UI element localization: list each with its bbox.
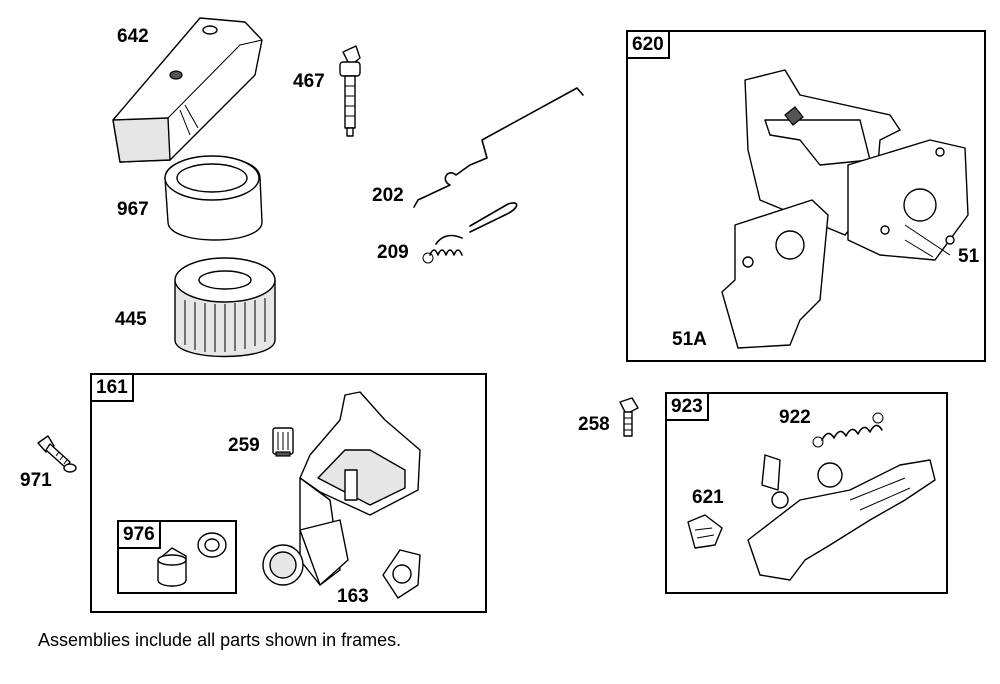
spring-922-drawing <box>812 412 884 448</box>
stud-467-drawing <box>339 45 361 137</box>
clip-621-drawing <box>687 514 723 549</box>
label-259: 259 <box>228 435 260 456</box>
assembly-note: Assemblies include all parts shown in fr… <box>38 630 402 650</box>
frame-923 <box>665 392 948 594</box>
label-642: 642 <box>117 26 149 47</box>
label-971: 971 <box>20 470 52 491</box>
air-cleaner-cover-drawing <box>112 17 263 163</box>
label-163: 163 <box>337 586 369 607</box>
frame-620 <box>626 30 986 362</box>
label-51a: 51A <box>672 329 707 350</box>
label-967: 967 <box>117 199 149 220</box>
breather-parts-drawing <box>157 532 227 587</box>
governor-link-drawing <box>413 87 584 208</box>
label-51: 51 <box>958 246 980 267</box>
air-filter-drawing <box>174 257 276 358</box>
label-621: 621 <box>692 487 724 508</box>
bolt-971-drawing <box>37 435 77 473</box>
control-bracket-923-drawing <box>747 454 936 581</box>
control-bracket-620-drawing <box>721 69 969 349</box>
frame-923-tag: 923 <box>665 392 709 421</box>
air-cleaner-base-drawing <box>262 391 421 586</box>
frame-161-tag: 161 <box>90 373 134 402</box>
label-258: 258 <box>578 414 610 435</box>
label-202: 202 <box>372 185 404 206</box>
pre-cleaner-drawing <box>164 155 263 241</box>
label-209: 209 <box>377 242 409 263</box>
label-445: 445 <box>115 309 147 330</box>
leader-51 <box>904 239 934 258</box>
frame-976 <box>117 520 237 594</box>
screw-258-drawing <box>619 397 639 437</box>
frame-620-tag: 620 <box>626 30 670 59</box>
governor-spring-drawing <box>422 202 518 264</box>
gasket-drawing <box>382 549 421 599</box>
frame-976-tag: 976 <box>117 520 161 549</box>
label-467: 467 <box>293 71 325 92</box>
label-922: 922 <box>779 407 811 428</box>
frame-161 <box>90 373 487 613</box>
clip-259-drawing <box>272 427 294 457</box>
